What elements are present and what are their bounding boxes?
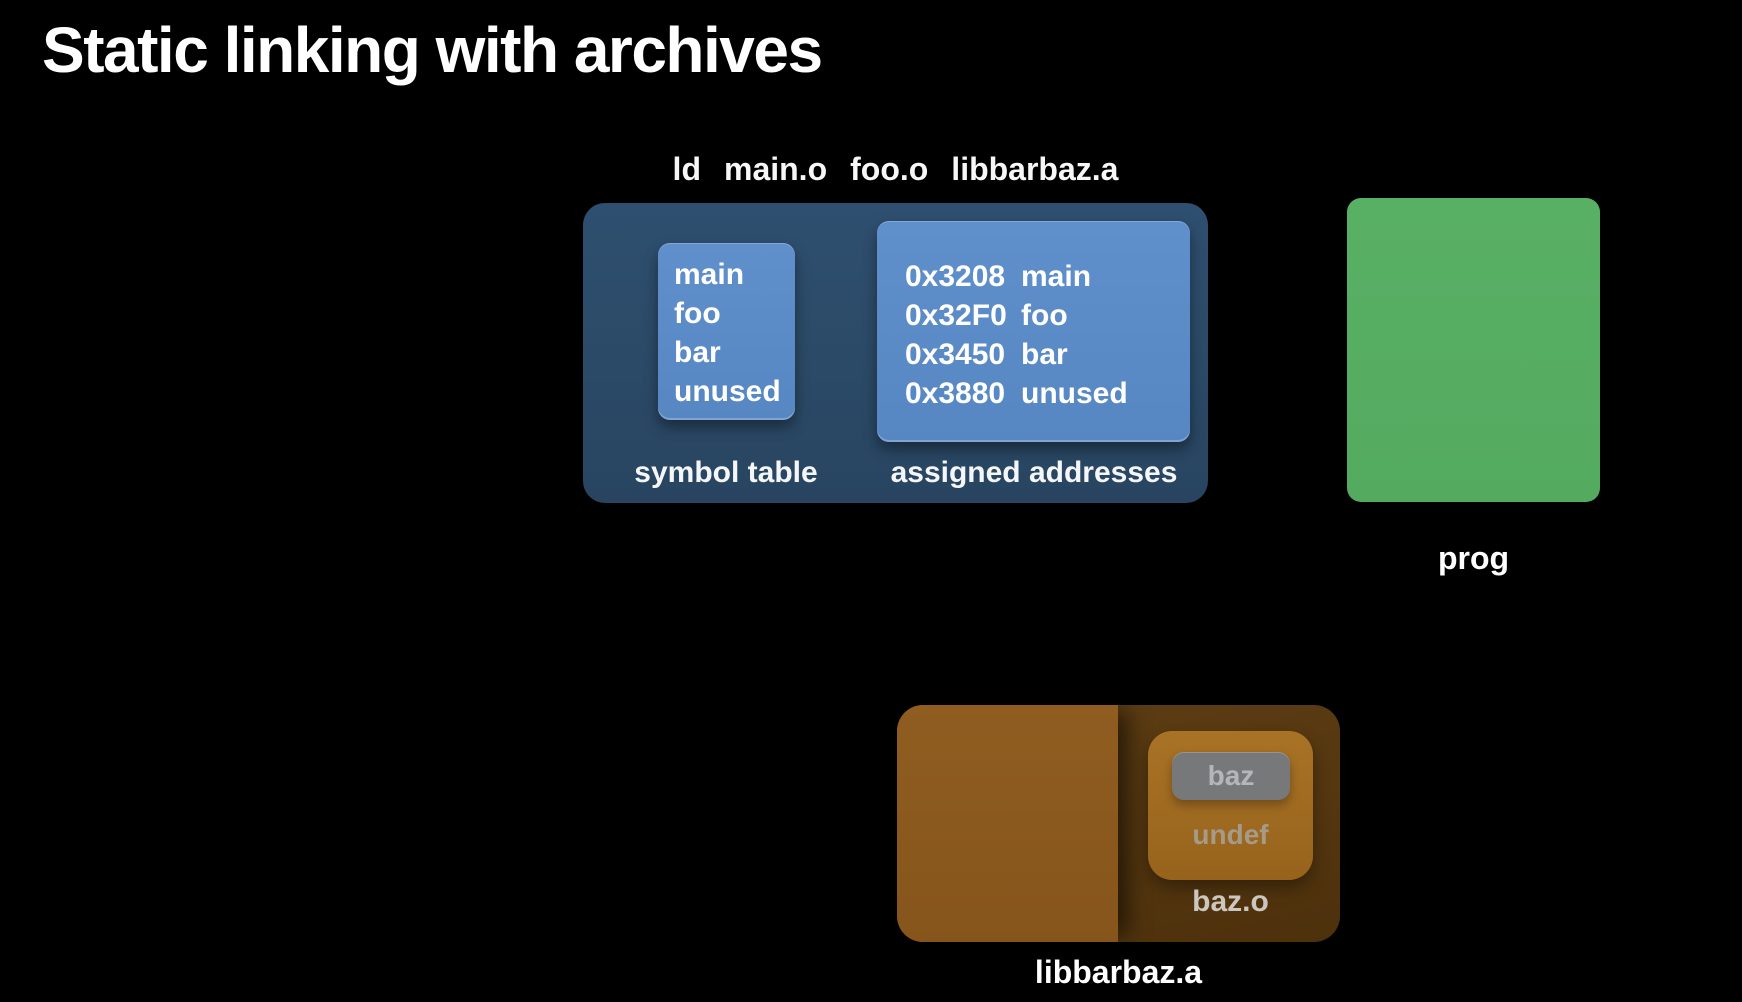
slide-title: Static linking with archives bbox=[42, 14, 823, 86]
member-baz-o-box: baz undef bbox=[1148, 731, 1313, 880]
address-symbol: main bbox=[1021, 260, 1092, 293]
archive-extracted-region bbox=[897, 705, 1118, 942]
address-symbol: foo bbox=[1021, 299, 1068, 332]
prog-label: prog bbox=[1437, 540, 1510, 576]
command-token-libbarbaz-a: libbarbaz.a bbox=[951, 150, 1119, 187]
address-symbol: bar bbox=[1021, 338, 1068, 371]
baz-symbol-chip: baz bbox=[1172, 752, 1290, 800]
address-value: 0x3880 bbox=[905, 377, 1006, 410]
command-token-foo-o: foo.o bbox=[850, 150, 929, 187]
symbol-entry: bar bbox=[674, 336, 721, 369]
symbol-entry: main bbox=[674, 258, 745, 291]
archive-label: libbarbaz.a bbox=[1034, 954, 1203, 990]
member-baz-o-label: baz.o bbox=[1192, 885, 1269, 918]
address-value: 0x32F0 bbox=[905, 299, 1007, 332]
command-token-ld: ld bbox=[672, 150, 701, 187]
address-entry: 0x32F0 foo bbox=[905, 296, 1190, 335]
symbol-entry: foo bbox=[674, 297, 721, 330]
address-entry: 0x3208 main bbox=[905, 257, 1190, 296]
address-symbol: unused bbox=[1021, 377, 1128, 410]
address-value: 0x3450 bbox=[905, 338, 1006, 371]
address-entry: 0x3450 bar bbox=[905, 335, 1190, 374]
command-token-main-o: main.o bbox=[723, 150, 828, 187]
undef-status-label: undef bbox=[1192, 819, 1269, 850]
assigned-addresses-card: 0x3208 main 0x32F0 foo 0x3450 bar 0x3880… bbox=[877, 221, 1190, 442]
address-entry: 0x3880 unused bbox=[905, 374, 1190, 413]
linker-command: ld main.o foo.o libbarbaz.a bbox=[583, 149, 1208, 189]
archive-box: baz undef baz.o bbox=[897, 705, 1340, 942]
assigned-addresses-label: assigned addresses bbox=[890, 456, 1178, 489]
symbol-table-label: symbol table bbox=[634, 456, 818, 489]
symbol-table-card: main foo bar unused bbox=[658, 243, 795, 420]
address-value: 0x3208 bbox=[905, 260, 1006, 293]
symbol-entry: unused bbox=[674, 375, 781, 408]
linker-state-box: main foo bar unused 0x3208 main 0x32F0 f… bbox=[583, 203, 1208, 503]
prog-output-box bbox=[1347, 198, 1600, 502]
